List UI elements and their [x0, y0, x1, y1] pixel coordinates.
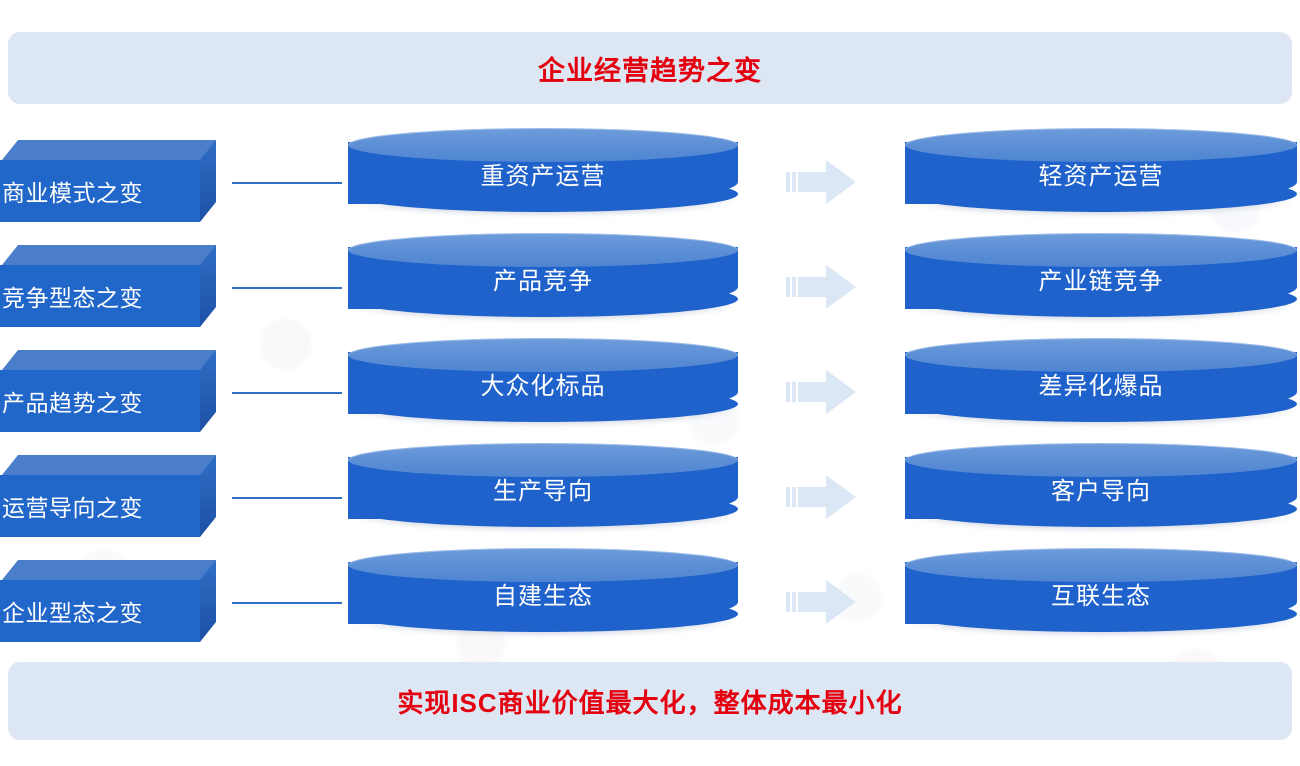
to-label: 客户导向 [1051, 477, 1151, 505]
diagram-row: 企业型态之变 自建生态 互联生态 [0, 548, 1300, 658]
summary-banner: 实现ISC商业价值最大化，整体成本最小化 [8, 662, 1292, 740]
cube-top-face [2, 350, 216, 370]
diagram-row: 产品趋势之变 大众化标品 差异化爆品 [0, 338, 1300, 448]
cube-top-face [2, 245, 216, 265]
cube-front-face: 运营导向之变 [0, 475, 200, 537]
cylinder-top [905, 128, 1297, 162]
cube-front-face: 产品趋势之变 [0, 370, 200, 432]
diagram-row: 运营导向之变 生产导向 客户导向 [0, 443, 1300, 553]
to-cylinder[interactable]: 差异化爆品 [905, 338, 1297, 426]
category-label: 竞争型态之变 [2, 285, 143, 311]
from-cylinder[interactable]: 产品竞争 [348, 233, 738, 321]
category-label: 企业型态之变 [2, 600, 143, 626]
cube-front-face: 商业模式之变 [0, 160, 200, 222]
right-arrow-icon [786, 473, 856, 521]
from-label: 生产导向 [493, 477, 593, 505]
from-label: 大众化标品 [480, 372, 606, 400]
cylinder-top [348, 548, 738, 582]
category-label: 产品趋势之变 [2, 390, 143, 416]
cylinder-top [348, 233, 738, 267]
right-arrow-icon [786, 578, 856, 626]
category-box[interactable]: 商业模式之变 [0, 140, 216, 222]
from-cylinder[interactable]: 生产导向 [348, 443, 738, 531]
right-arrow-icon [786, 263, 856, 311]
category-label: 运营导向之变 [2, 495, 143, 521]
cube-side-face [200, 455, 216, 537]
cylinder-top [905, 548, 1297, 582]
title-banner: 企业经营趋势之变 [8, 32, 1292, 104]
category-box[interactable]: 产品趋势之变 [0, 350, 216, 432]
from-cylinder[interactable]: 大众化标品 [348, 338, 738, 426]
cube-front-face: 竞争型态之变 [0, 265, 200, 327]
cube-side-face [200, 350, 216, 432]
from-label: 产品竞争 [493, 267, 593, 295]
from-cylinder[interactable]: 重资产运营 [348, 128, 738, 216]
to-cylinder[interactable]: 客户导向 [905, 443, 1297, 531]
cylinder-top [905, 338, 1297, 372]
cylinder-top [905, 233, 1297, 267]
cylinder-top [348, 128, 738, 162]
connector-line [232, 602, 342, 604]
summary-text: 实现ISC商业价值最大化，整体成本最小化 [397, 687, 903, 718]
category-box[interactable]: 竞争型态之变 [0, 245, 216, 327]
to-label: 差异化爆品 [1038, 372, 1164, 400]
right-arrow-icon [786, 158, 856, 206]
from-cylinder[interactable]: 自建生态 [348, 548, 738, 636]
cube-front-face: 企业型态之变 [0, 580, 200, 642]
page-title: 企业经营趋势之变 [538, 55, 762, 86]
cube-top-face [2, 140, 216, 160]
cube-side-face [200, 140, 216, 222]
to-cylinder[interactable]: 互联生态 [905, 548, 1297, 636]
connector-line [232, 182, 342, 184]
cylinder-top [348, 443, 738, 477]
to-label: 产业链竞争 [1038, 267, 1164, 295]
cube-side-face [200, 560, 216, 642]
from-label: 重资产运营 [480, 162, 606, 190]
to-cylinder[interactable]: 产业链竞争 [905, 233, 1297, 321]
connector-line [232, 392, 342, 394]
connector-line [232, 287, 342, 289]
cube-side-face [200, 245, 216, 327]
diagram-row: 商业模式之变 重资产运营 轻资产运营 [0, 128, 1300, 238]
to-label: 轻资产运营 [1038, 162, 1164, 190]
cube-top-face [2, 455, 216, 475]
right-arrow-icon [786, 368, 856, 416]
connector-line [232, 497, 342, 499]
diagram-row: 竞争型态之变 产品竞争 产业链竞争 [0, 233, 1300, 343]
category-box[interactable]: 企业型态之变 [0, 560, 216, 642]
to-cylinder[interactable]: 轻资产运营 [905, 128, 1297, 216]
to-label: 互联生态 [1051, 582, 1151, 610]
cylinder-top [348, 338, 738, 372]
cube-top-face [2, 560, 216, 580]
cylinder-top [905, 443, 1297, 477]
from-label: 自建生态 [493, 582, 593, 610]
category-box[interactable]: 运营导向之变 [0, 455, 216, 537]
category-label: 商业模式之变 [2, 180, 143, 206]
